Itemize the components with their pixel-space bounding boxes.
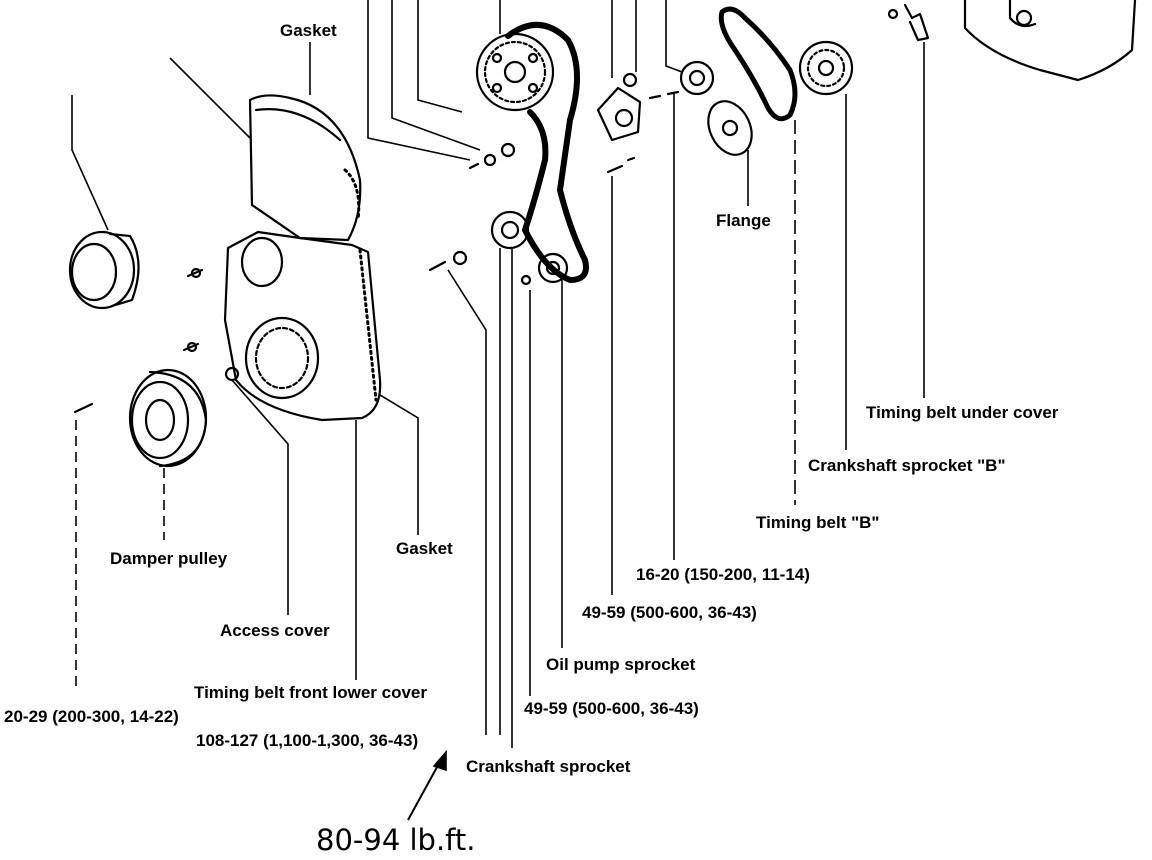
- torque-108-127-label: 108-127 (1,100-1,300, 36-43): [196, 731, 419, 750]
- gasket-top-label: Gasket: [280, 21, 337, 40]
- engine-block-outline: [963, 0, 1137, 82]
- oil-pump-sprocket-part: [490, 210, 530, 250]
- timing-belt-under-cover-part: [887, 3, 930, 42]
- gasket-lower-part: [358, 248, 378, 402]
- oil-pump-sprocket-label: Oil pump sprocket: [546, 655, 696, 674]
- crankshaft-sprocket-label: Crankshaft sprocket: [466, 757, 631, 776]
- damper-pulley-part: [128, 368, 208, 468]
- flange-part: [707, 100, 753, 156]
- crankshaft-sprocket-b-part: [798, 40, 854, 96]
- torque-20-29-label: 20-29 (200-300, 14-22): [4, 707, 179, 726]
- bolts-left: [73, 267, 240, 414]
- tensioner-part: [596, 72, 642, 174]
- gasket-upper-part: [343, 168, 361, 222]
- crankshaft-sprocket-b-label: Crankshaft sprocket "B": [808, 456, 1006, 475]
- leader-lines: [71, 0, 925, 821]
- damper-pulley-label: Damper pulley: [110, 549, 228, 568]
- gasket-bottom-label: Gasket: [396, 539, 453, 558]
- torque-49-59-upper-label: 49-59 (500-600, 36-43): [582, 603, 757, 622]
- timing-belt-b-label: Timing belt "B": [756, 513, 880, 532]
- camshaft-sprocket-part: [475, 32, 555, 112]
- timing-belt-b-part: [718, 6, 798, 122]
- bolts-center: [428, 142, 532, 286]
- timing-belt-part: [505, 21, 589, 283]
- handwritten-torque-note: 80-94 lb.ft.: [316, 823, 476, 857]
- timing-belt-front-lower-cover-label: Timing belt front lower cover: [194, 683, 427, 702]
- torque-16-20-label: 16-20 (150-200, 11-14): [636, 565, 810, 584]
- timing-belt-upper-cover-part: [248, 94, 362, 242]
- timing-belt-front-lower-cover-part: [223, 230, 382, 422]
- timing-belt-under-cover-label: Timing belt under cover: [866, 403, 1059, 422]
- torque-49-59-lower-label: 49-59 (500-600, 36-43): [524, 699, 699, 718]
- oil-seal-part: [68, 230, 140, 310]
- crankshaft-sprocket-part: [537, 252, 569, 284]
- flange-label: Flange: [716, 211, 771, 230]
- small-sprocket-part: [648, 60, 715, 100]
- access-cover-label: Access cover: [220, 621, 330, 640]
